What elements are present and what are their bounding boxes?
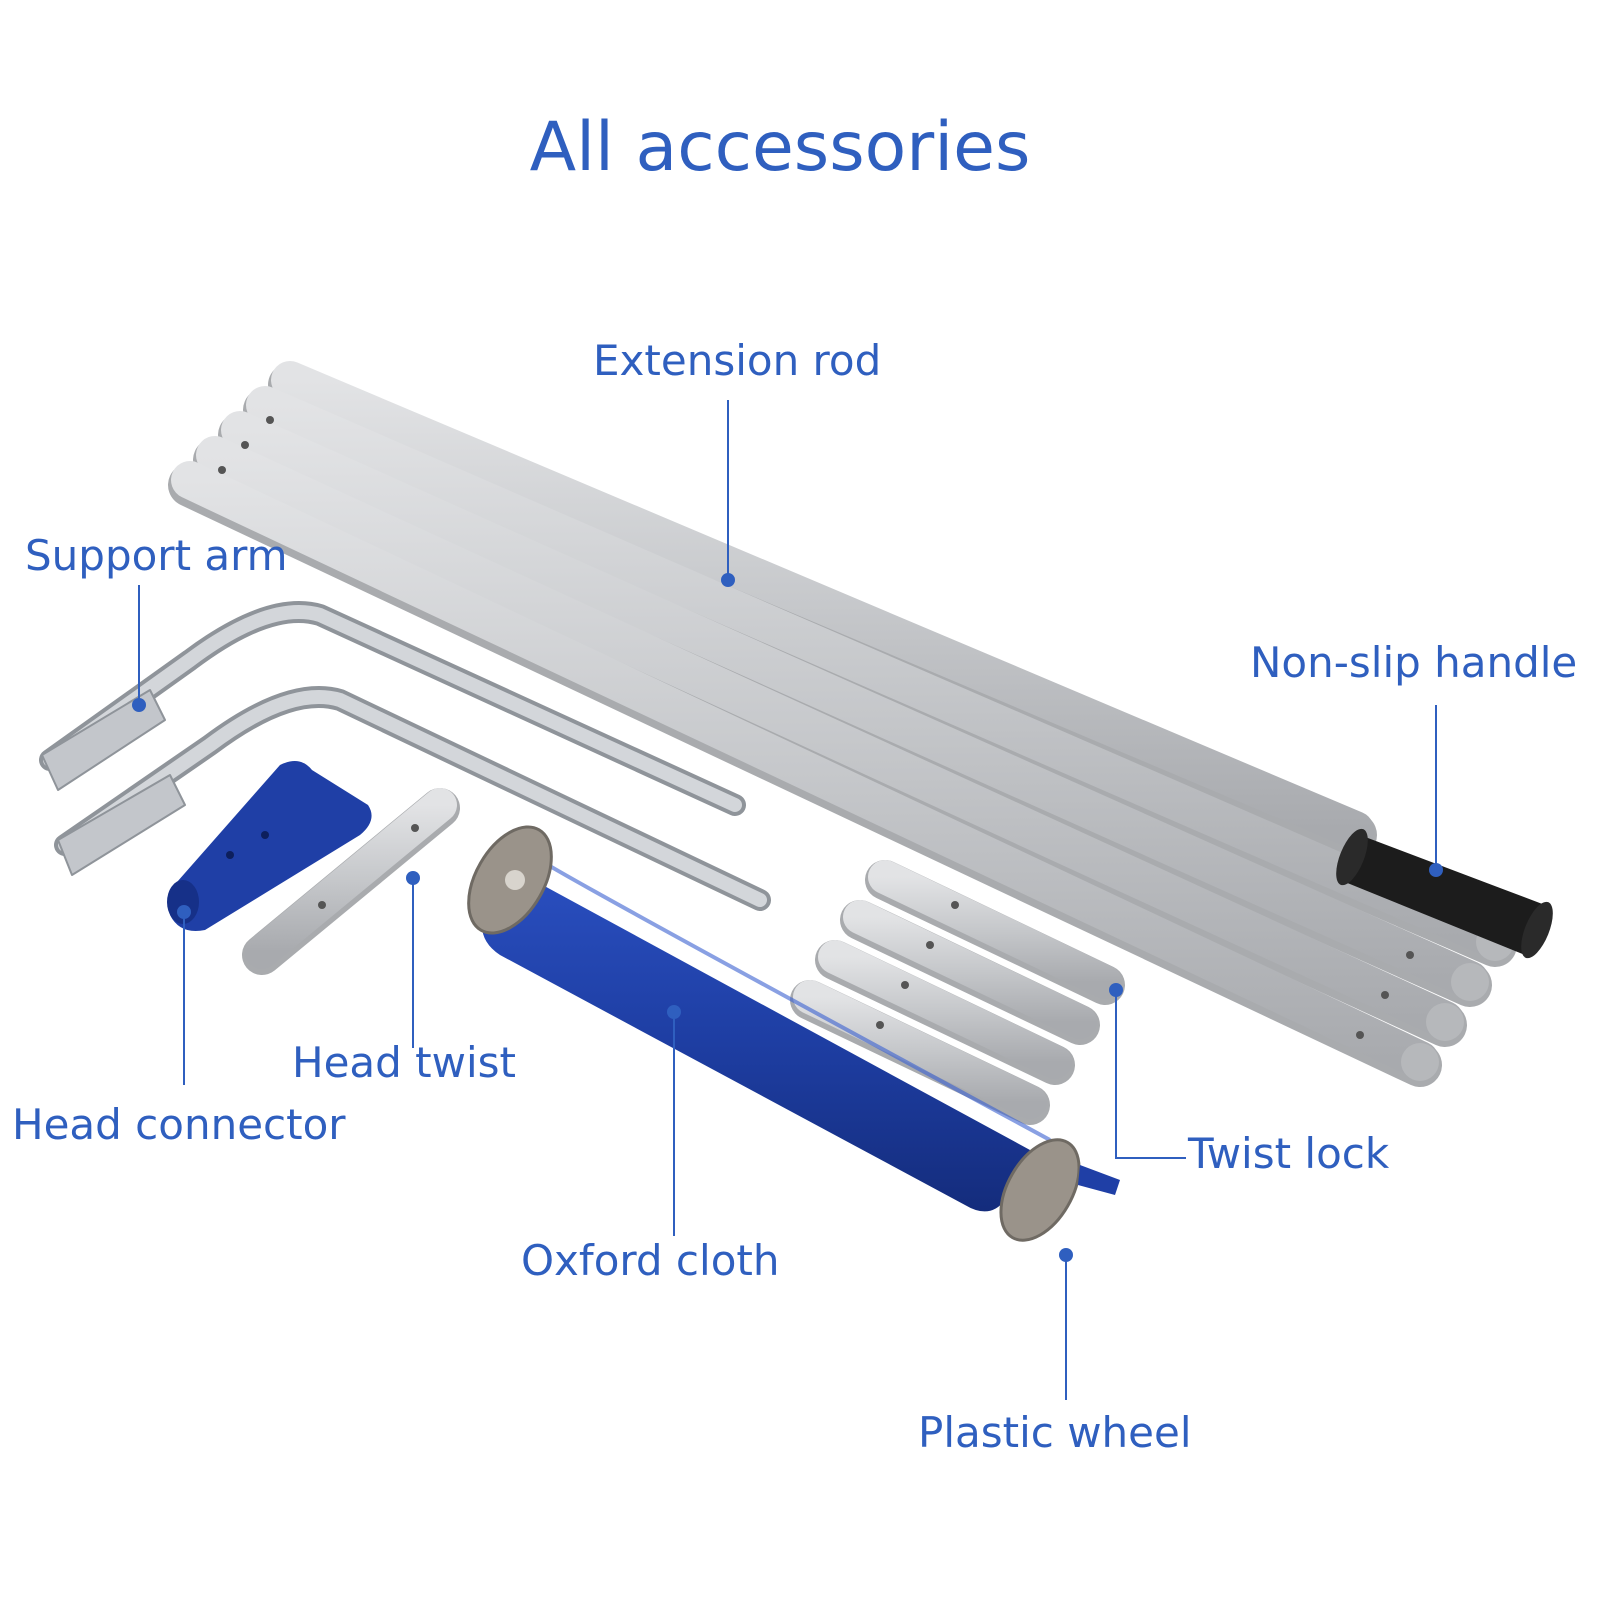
head-twist bbox=[242, 788, 460, 975]
label-non-slip-handle: Non-slip handle bbox=[1250, 638, 1578, 687]
callout-lines bbox=[138, 400, 1437, 1400]
label-extension-rod: Extension rod bbox=[593, 336, 882, 385]
label-twist-lock: Twist lock bbox=[1188, 1129, 1390, 1178]
callout-dot-icon bbox=[406, 871, 420, 885]
non-slip-handle bbox=[1336, 828, 1553, 959]
twist-locks bbox=[790, 860, 1125, 1125]
support-arms bbox=[39, 601, 771, 911]
head-connector bbox=[167, 761, 372, 931]
page-title: All accessories bbox=[529, 108, 1031, 187]
plastic-wheel-right bbox=[999, 1138, 1120, 1242]
callout-dot-icon bbox=[667, 1005, 681, 1019]
label-oxford-cloth: Oxford cloth bbox=[521, 1236, 780, 1285]
extension-rods bbox=[168, 361, 1517, 1087]
callout-dot-icon bbox=[1109, 983, 1123, 997]
oxford-cloth-roller bbox=[467, 825, 1120, 1242]
label-head-twist: Head twist bbox=[292, 1038, 517, 1087]
label-support-arm: Support arm bbox=[25, 531, 288, 580]
plastic-wheel-left bbox=[467, 825, 553, 935]
label-plastic-wheel: Plastic wheel bbox=[918, 1408, 1192, 1457]
callout-dot-icon bbox=[177, 905, 191, 919]
callout-dot-icon bbox=[1059, 1248, 1073, 1262]
callout-dot-icon bbox=[132, 698, 146, 712]
callout-dot-icon bbox=[721, 573, 735, 587]
callout-dot-icon bbox=[1429, 863, 1443, 877]
callout-dots bbox=[132, 573, 1443, 1262]
label-head-connector: Head connector bbox=[12, 1100, 346, 1149]
